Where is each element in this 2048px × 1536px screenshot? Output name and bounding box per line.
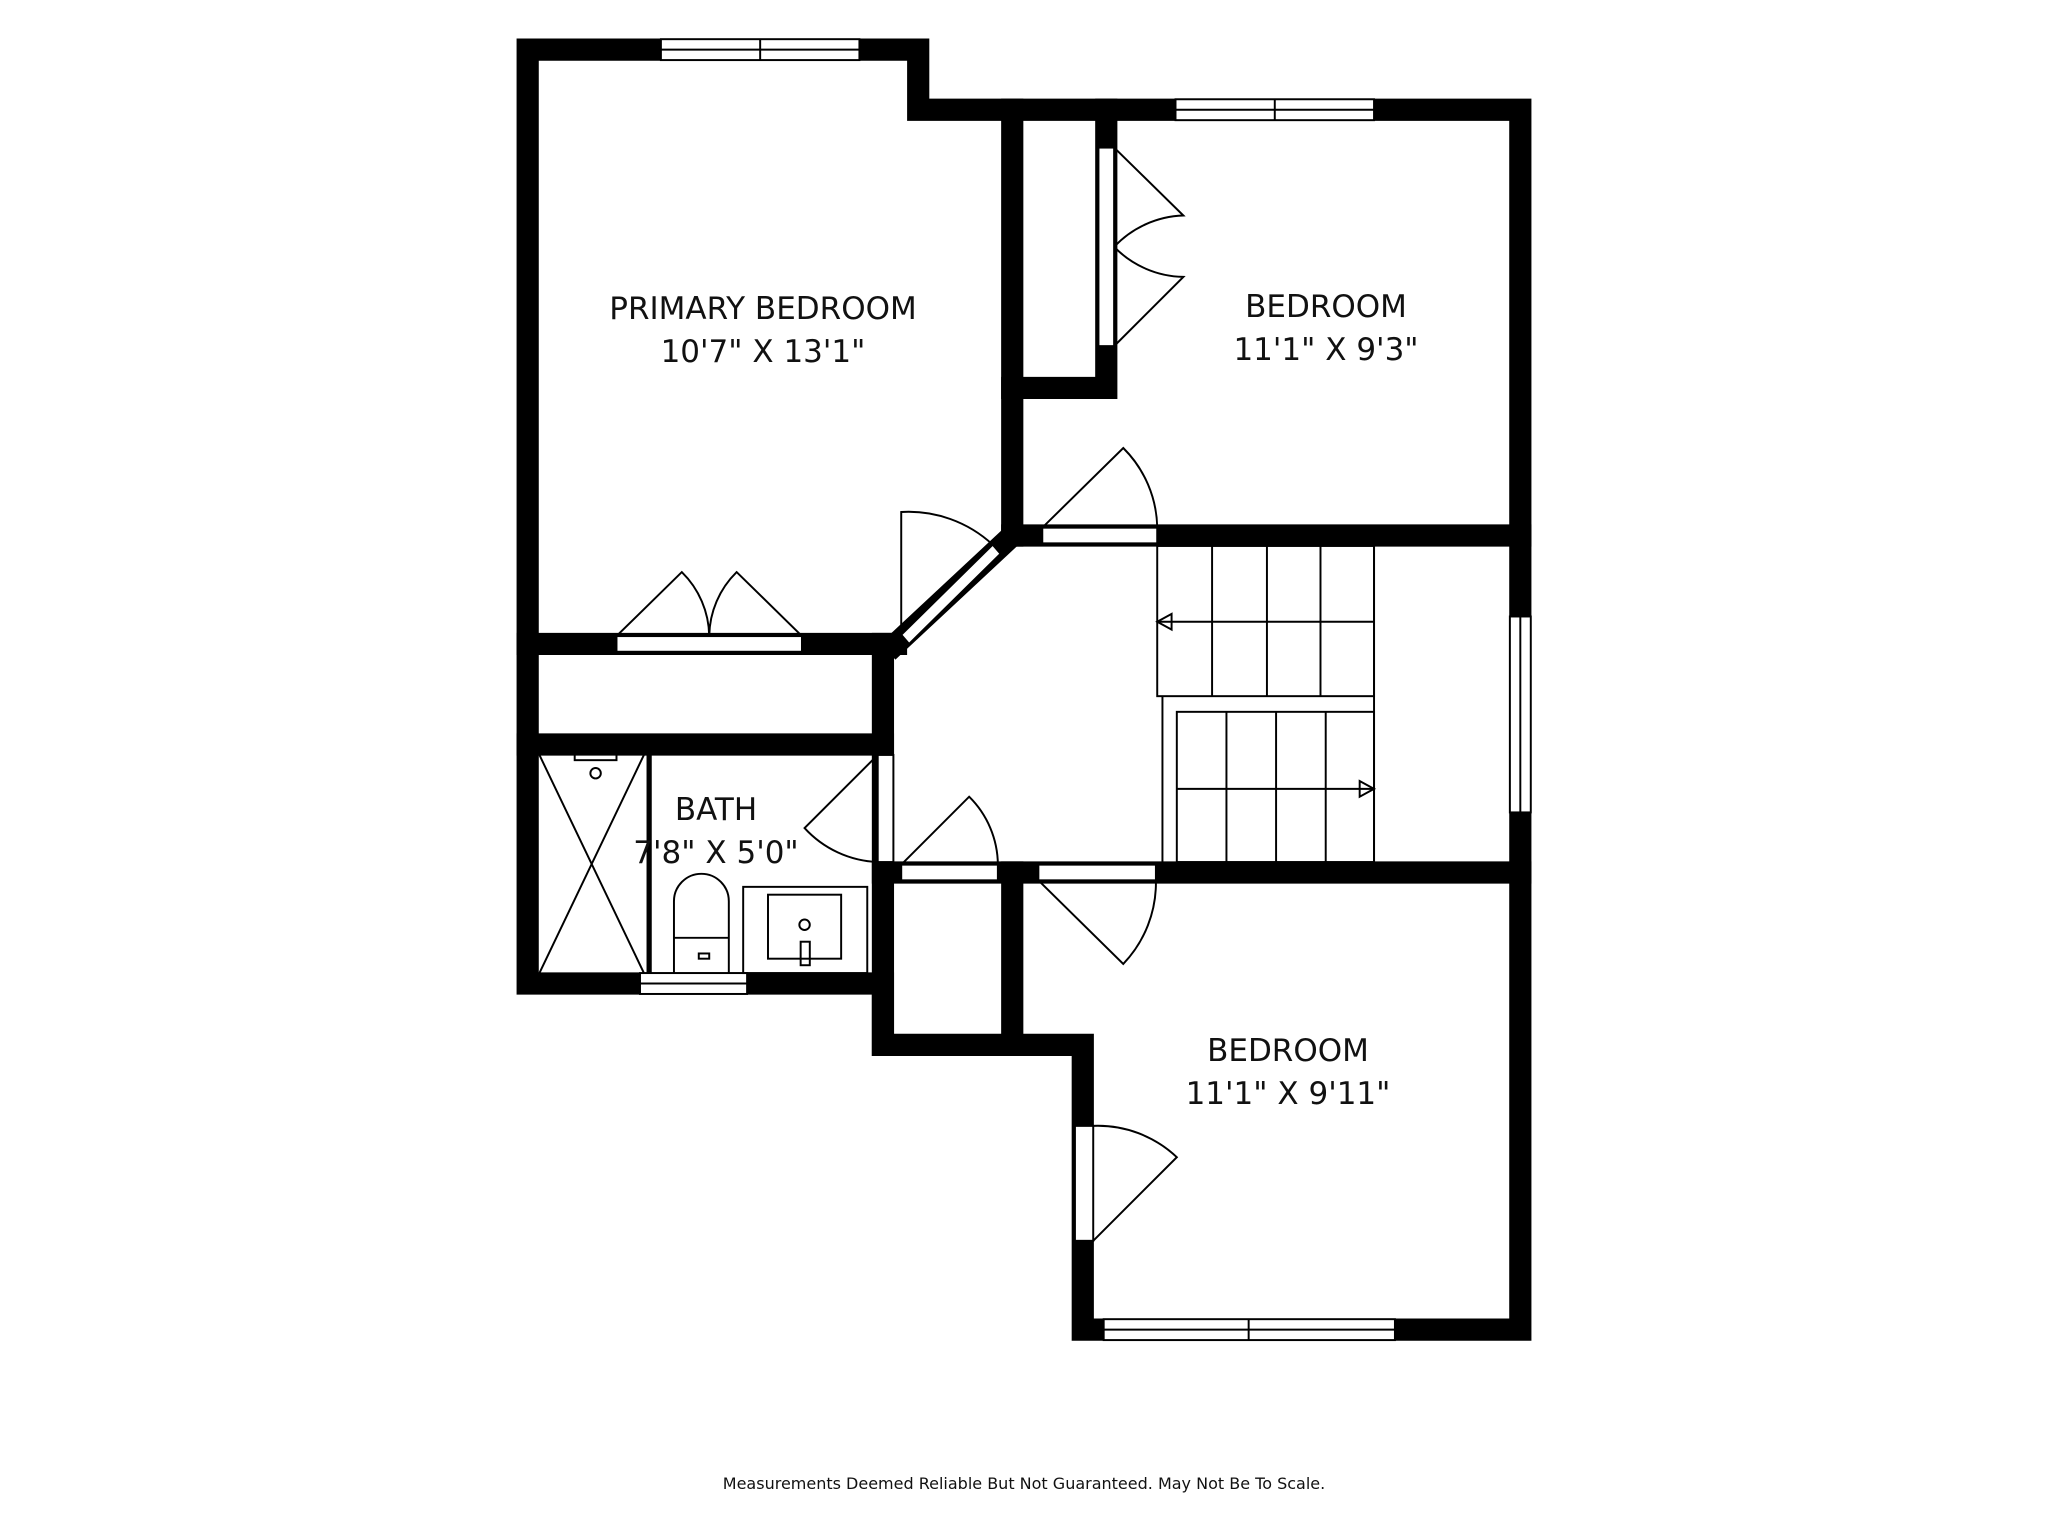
room-name: BATH [674,792,758,828]
disclaimer: Measurements Deemed Reliable But Not Gua… [722,1474,1326,1493]
bath-fixtures [538,751,869,975]
room-name: BEDROOM [1245,289,1407,325]
windows [639,38,1532,1342]
room-size: 10'7" X 13'1" [660,334,866,370]
room-label-primary-bedroom: PRIMARY BEDROOM 10'7" X 13'1" [609,288,917,374]
room-size: 7'8" X 5'0" [633,835,799,871]
room-size: 11'1" X 9'11" [1185,1076,1391,1112]
stairs [1155,544,1377,864]
doors [615,146,1186,1242]
room-size: 11'1" X 9'3" [1233,332,1419,368]
room-name: PRIMARY BEDROOM [609,291,917,327]
room-label-bedroom-2: BEDROOM 11'1" X 9'3" [1233,286,1418,372]
walls [516,38,1532,1341]
room-name: BEDROOM [1207,1033,1369,1069]
room-label-bedroom-3: BEDROOM 11'1" X 9'11" [1186,1030,1391,1116]
room-label-bath: BATH 7'8" X 5'0" [633,789,798,875]
